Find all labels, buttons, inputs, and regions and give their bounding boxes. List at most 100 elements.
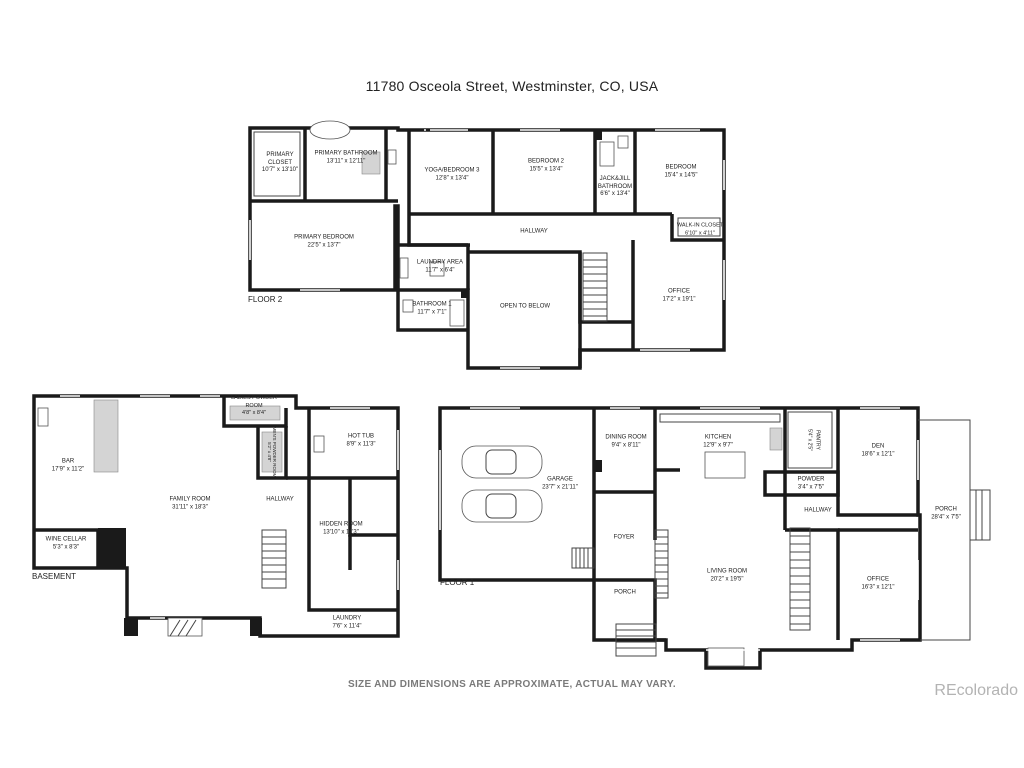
room-dims: 5'3" x 8'3": [52, 544, 80, 550]
room-name: FAMILY ROOM: [169, 496, 211, 503]
room-laundry-area: LAUNDRY AREA 11'7" x 6'4": [417, 260, 463, 275]
room-dims: 12'8" x 13'4": [435, 175, 469, 181]
room-dims: 10'7" x 13'10": [261, 166, 299, 173]
room-name: HOT TUB: [347, 433, 375, 440]
room-bedroom2: BEDROOM 2 15'5" x 13'4": [528, 159, 564, 174]
room-name: LIVING ROOM: [706, 568, 748, 575]
room-wine-cellar: WINE CELLAR 5'3" x 8'3": [46, 537, 87, 552]
car-icon: [461, 445, 543, 479]
basement-label: BASEMENT: [32, 572, 77, 581]
disclaimer-text: SIZE AND DIMENSIONS ARE APPROXIMATE, ACT…: [348, 679, 676, 690]
room-open-to-below: OPEN TO BELOW: [500, 303, 550, 311]
room-porch-east: PORCH 28'4" x 7'5": [931, 507, 961, 522]
room-dims: 17'2" x 19'1": [662, 296, 696, 302]
room-walkin-closet: WALK-IN CLOSET 6'10" x 4'11": [677, 223, 723, 238]
room-dining-room: DINING ROOM 9'4" x 8'11": [605, 435, 646, 450]
room-name: MEN'S POWDER ROOM: [272, 426, 277, 478]
room-bedroom: BEDROOM 15'4" x 14'5": [665, 165, 698, 180]
room-hidden-room: HIDDEN ROOM 13'10" x 11'3": [319, 522, 362, 537]
room-living-room: LIVING ROOM 20'2" x 19'5": [707, 569, 747, 584]
room-name: WALK-IN CLOSET: [676, 222, 724, 229]
room-name: WINE CELLAR: [45, 536, 87, 543]
page-title: 11780 Osceola Street, Westminster, CO, U…: [365, 78, 659, 94]
room-name: HALLWAY: [804, 507, 832, 514]
room-name: DINING ROOM: [605, 434, 647, 441]
room-dims: 31'11" x 18'3": [172, 504, 208, 510]
room-dims: 6'6" x 13'4": [600, 190, 630, 197]
room-name: BEDROOM: [665, 164, 697, 171]
room-hallway-floor1: HALLWAY: [804, 507, 832, 515]
room-dims: 16'3" x 12'1": [861, 584, 895, 590]
room-office-floor2: OFFICE 17'2" x 19'1": [663, 289, 696, 304]
room-name: OPEN TO BELOW: [499, 303, 551, 310]
room-dims: 9'4" x 8'11": [611, 442, 641, 448]
room-name: LAUNDRY AREA: [416, 259, 464, 266]
room-primary-bedroom: PRIMARY BEDROOM 22'5" x 13'7": [294, 235, 354, 250]
room-office-floor1: OFFICE 16'3" x 12'1": [862, 577, 895, 592]
room-name: BEDROOM 2: [527, 158, 565, 165]
room-name: OFFICE: [867, 576, 889, 583]
room-dims: 5'4" x 2'5": [807, 429, 813, 451]
room-bathroom1: BATHROOM 1 11'7" x 7'1": [412, 302, 451, 317]
room-foyer: FOYER: [614, 534, 635, 542]
floor2-label: FLOOR 2: [248, 295, 283, 304]
room-laundry-basement: LAUNDRY 7'6" x 11'4": [332, 616, 361, 631]
room-dims: 11'7" x 7'1": [417, 309, 447, 315]
room-garage: GARAGE 23'7" x 21'11": [542, 477, 578, 492]
room-name: PANTRY: [814, 430, 821, 450]
room-name: LAUNDRY: [332, 615, 362, 622]
car-icon: [461, 489, 543, 523]
room-yoga-bedroom3: YOGA/BEDROOM 3 12'8" x 13'4": [424, 168, 479, 183]
room-dims: 4'8" x 8'4": [241, 409, 267, 416]
room-ladies-powder: LADIES POWDER ROOM 4'8" x 8'4": [229, 395, 279, 418]
floor1-plan: [438, 406, 991, 670]
floor2-plan: [248, 120, 726, 370]
room-powder: POWDER 3'4" x 7'5": [798, 477, 825, 492]
room-name: KITCHEN: [704, 434, 732, 441]
watermark-logo: REcolorado: [934, 682, 1018, 699]
room-name: GARAGE: [547, 476, 573, 483]
room-dims: 22'5" x 13'7": [307, 242, 341, 248]
room-dims: 17'9" x 11'2": [51, 466, 85, 472]
room-name: PORCH: [614, 589, 636, 596]
floor1-label: FLOOR 1: [440, 578, 475, 587]
room-dims: 13'10" x 11'3": [323, 529, 359, 535]
room-name: LADIES POWDER ROOM: [231, 394, 277, 409]
room-mens-powder: MEN'S POWDER ROOM 5'2" x 4'8": [267, 427, 277, 478]
room-name: YOGA/BEDROOM 3: [424, 167, 480, 174]
room-dims: 11'7" x 6'4": [425, 267, 455, 273]
room-porch-front: PORCH: [614, 589, 636, 597]
room-name: PRIMARY CLOSET: [266, 151, 294, 166]
room-name: BATHROOM 1: [412, 301, 452, 308]
room-dims: 6'10" x 4'11": [685, 230, 715, 236]
room-name: POWDER: [797, 476, 825, 483]
room-name: JACK&JILL BATHROOM: [597, 175, 633, 190]
room-name: HALLWAY: [520, 228, 548, 235]
room-name: PRIMARY BATHROOM: [314, 150, 378, 157]
room-dims: 15'4" x 14'5": [664, 172, 698, 178]
room-family-room: FAMILY ROOM 31'11" x 18'3": [169, 497, 210, 512]
room-dims: 12'9" x 9'7": [703, 442, 733, 448]
room-name: DEN: [871, 443, 885, 450]
room-kitchen: KITCHEN 12'9" x 9'7": [703, 435, 733, 450]
room-dims: 7'6" x 11'4": [332, 623, 362, 629]
room-name: HIDDEN ROOM: [319, 521, 363, 528]
basement-plan: [32, 394, 400, 638]
room-jack-jill-bathroom: JACK&JILL BATHROOM 6'6" x 13'4": [597, 176, 633, 199]
room-name: FOYER: [613, 534, 635, 541]
room-hallway-basement: HALLWAY: [266, 496, 294, 504]
room-bar: BAR 17'9" x 11'2": [52, 459, 84, 474]
room-dims: 28'4" x 7'5": [931, 514, 961, 520]
room-den: DEN 18'6" x 12'1": [862, 444, 895, 459]
room-dims: 15'5" x 13'4": [529, 166, 563, 172]
room-name: PRIMARY BEDROOM: [294, 234, 354, 241]
room-name: PORCH: [935, 506, 957, 513]
room-dims: 20'2" x 19'5": [710, 576, 744, 582]
room-pantry: PANTRY 5'4" x 2'5": [806, 429, 821, 451]
room-name: BAR: [61, 458, 75, 465]
room-dims: 18'6" x 12'1": [861, 451, 895, 457]
room-hallway-floor2: HALLWAY: [520, 228, 548, 236]
room-primary-closet: PRIMARY CLOSET 10'7" x 13'10": [260, 152, 300, 175]
room-dims: 8'9" x 11'3": [346, 441, 376, 447]
